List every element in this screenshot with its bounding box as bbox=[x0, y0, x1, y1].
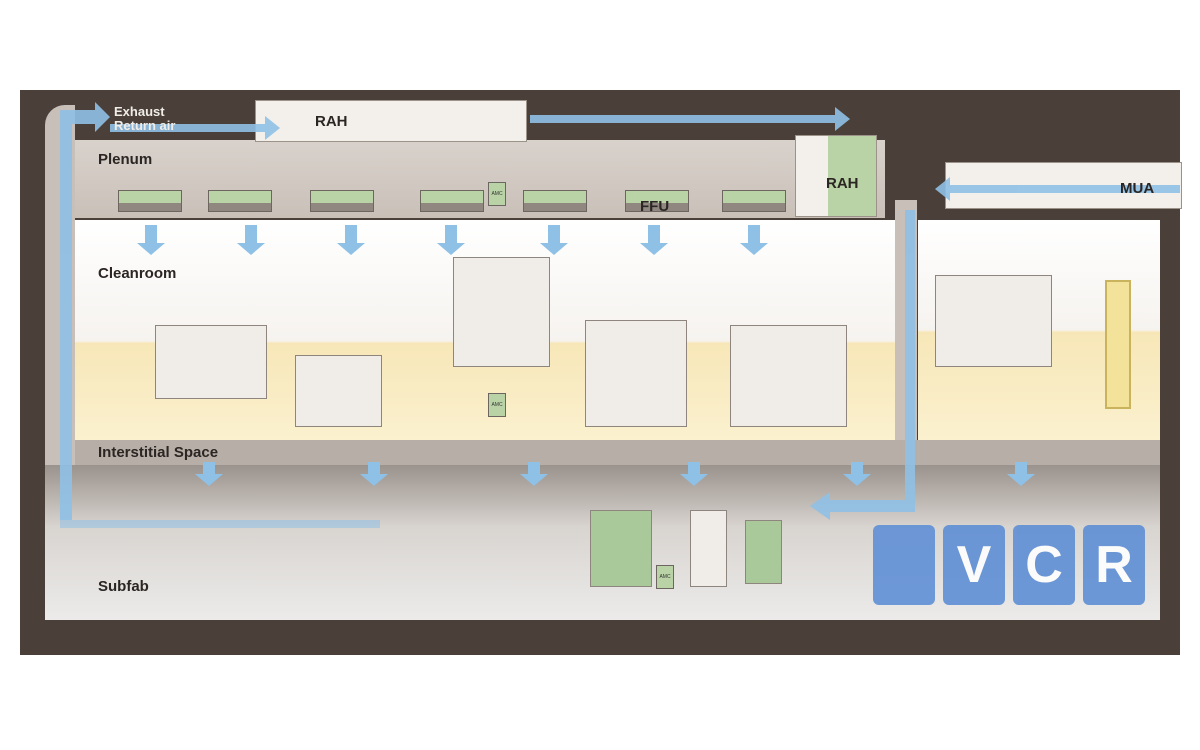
process-tool bbox=[730, 325, 847, 427]
exhaust-label: Exhaust bbox=[114, 104, 165, 119]
ffu-down-arrows bbox=[137, 225, 1035, 486]
ffu-filter bbox=[420, 190, 484, 212]
supply-air-arrow bbox=[530, 107, 850, 131]
ffu-label: FFU bbox=[640, 198, 670, 215]
amc-sensor: AMC bbox=[656, 565, 674, 589]
plenum-label: Plenum bbox=[98, 151, 153, 168]
amc-sensor: AMC bbox=[488, 393, 506, 417]
rah-side-label: RAH bbox=[826, 175, 859, 192]
process-tool bbox=[585, 320, 687, 427]
ffu-filter bbox=[625, 190, 689, 212]
return-air-label: Return air bbox=[114, 118, 176, 133]
process-tool bbox=[453, 257, 550, 367]
return-air-arrow bbox=[60, 102, 110, 520]
vcr-logo-mark bbox=[873, 525, 935, 605]
ffu-filter bbox=[118, 190, 182, 212]
subfab-equipment bbox=[745, 520, 782, 584]
ffu-filter bbox=[310, 190, 374, 212]
return-air-arrow bbox=[110, 116, 280, 140]
ffu-filter bbox=[208, 190, 272, 212]
process-tool bbox=[935, 275, 1052, 367]
ffu-filter bbox=[523, 190, 587, 212]
amc-sensor: AMC bbox=[488, 182, 506, 206]
subfab-equipment bbox=[590, 510, 652, 587]
rah-side-unit bbox=[795, 135, 877, 217]
vcr-logo-letter: C bbox=[1013, 525, 1075, 605]
subfab-label: Subfab bbox=[98, 578, 149, 595]
process-tool bbox=[295, 355, 382, 427]
process-tool bbox=[155, 325, 267, 399]
rah-top-unit bbox=[255, 100, 527, 142]
interstitial-grating bbox=[75, 440, 1160, 465]
vcr-logo-letter: R bbox=[1083, 525, 1145, 605]
makeup-air-arrow bbox=[935, 177, 1180, 201]
ffu-filter bbox=[722, 190, 786, 212]
door bbox=[1105, 280, 1131, 409]
vcr-logo-letter: V bbox=[943, 525, 1005, 605]
rah-top-label: RAH bbox=[315, 113, 348, 130]
cleanroom-label: Cleanroom bbox=[98, 265, 177, 282]
mua-label: MUA bbox=[1120, 180, 1155, 197]
subfab-return-arrow bbox=[60, 520, 380, 528]
subfab-equipment bbox=[690, 510, 727, 587]
interstitial-label: Interstitial Space bbox=[98, 444, 219, 461]
